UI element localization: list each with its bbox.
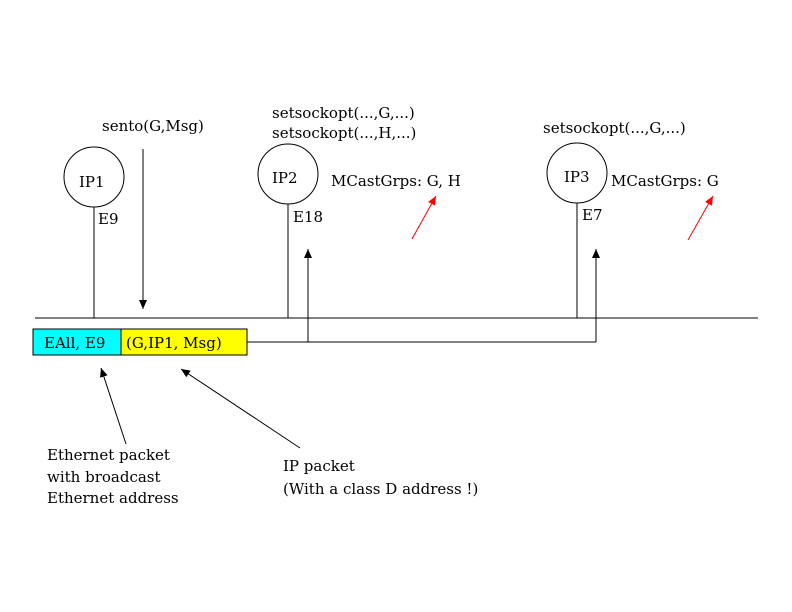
host-ip2: IP2 E18: [257, 143, 323, 318]
ip2-mcast-groups: MCastGrps: G, H: [331, 172, 461, 190]
ethernet-header-text: EAll, E9: [44, 334, 105, 352]
ethernet-note-arrow: [100, 367, 127, 445]
host-ip2-eth: E18: [293, 208, 323, 226]
host-ip3: IP3 E7: [546, 142, 608, 318]
packet: EAll, E9 (G,IP1, Msg): [32, 328, 248, 356]
ip2-red-arrow: [411, 195, 437, 240]
ip3-mcast-groups: MCastGrps: G: [611, 172, 719, 190]
host-ip1-eth: E9: [98, 210, 119, 228]
ip-packet-text: (G,IP1, Msg): [126, 334, 222, 352]
ip-packet-box: [120, 328, 248, 356]
ip2-setsockopt-1: setsockopt(...,G,...): [272, 104, 415, 122]
ip2-setsockopt-2: setsockopt(...,H,...): [272, 124, 416, 142]
host-ip1: IP1 E9: [63, 146, 125, 318]
host-ip3-eth: E7: [582, 206, 603, 224]
host-ip1-label: IP1: [79, 173, 105, 191]
ip3-setsockopt-1: setsockopt(...,G,...): [543, 119, 686, 137]
host-ip2-label: IP2: [272, 169, 298, 187]
ethernet-note-line1: Ethernet packet: [47, 446, 170, 464]
ip-note-line1: IP packet: [283, 457, 355, 475]
ip3-red-arrow: [687, 195, 714, 241]
ethernet-note-line2: with broadcast: [47, 468, 161, 486]
send-call-text: sento(G,Msg): [102, 117, 204, 135]
ip-note-line2: (With a class D address !): [283, 480, 478, 498]
ethernet-note-line3: Ethernet address: [47, 489, 179, 507]
host-ip3-label: IP3: [564, 168, 590, 186]
ip-note-arrow: [180, 368, 301, 449]
